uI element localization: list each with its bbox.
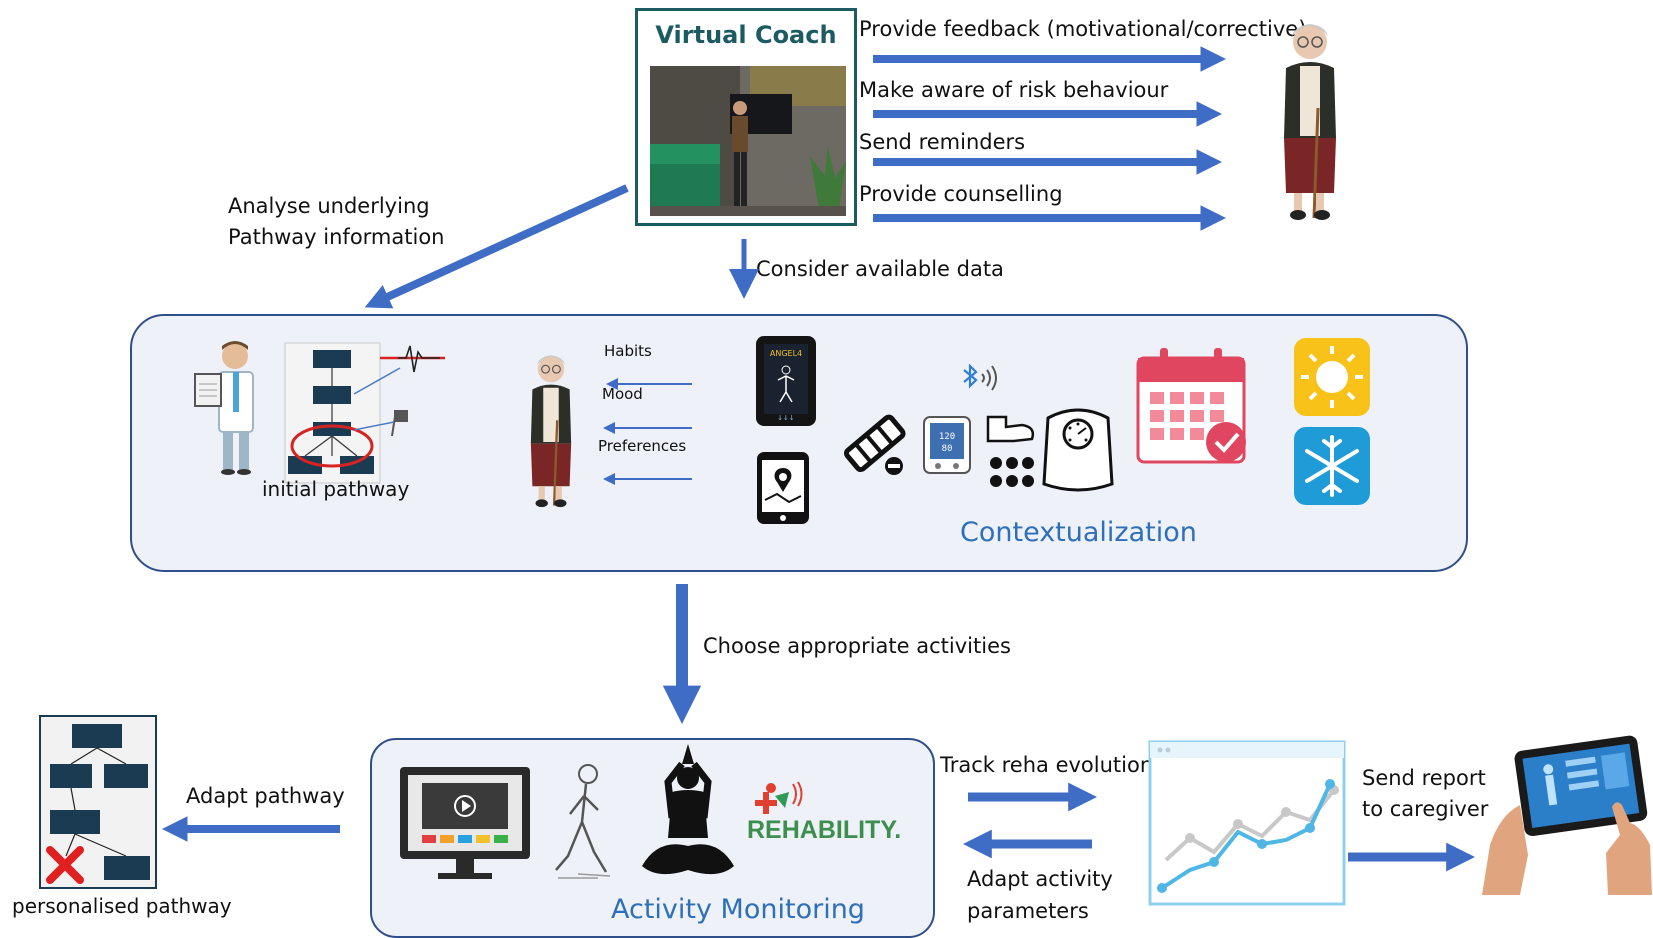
analyse-label-line2: Pathway information <box>228 225 445 249</box>
evolution-chart-window <box>1148 740 1346 906</box>
adapt-pathway-label: Adapt pathway <box>186 784 345 808</box>
activity-monitoring-title: Activity Monitoring <box>611 894 865 925</box>
fall-detection-device-icon: ANGEL4 ↓↓↓ <box>756 336 816 426</box>
blood-pressure-monitor-icon: 120 80 <box>923 416 971 474</box>
elderly-woman-figure <box>1284 24 1336 220</box>
location-phone-icon <box>757 452 809 524</box>
action-send-reminders: Send reminders <box>859 130 1026 154</box>
action-provide-counselling: Provide counselling <box>859 182 1063 206</box>
adapt-params-line1: Adapt activity <box>967 867 1113 891</box>
send-report-line1: Send report <box>1362 766 1486 790</box>
svg-text:↓↓↓: ↓↓↓ <box>777 414 795 422</box>
send-report-line2: to caregiver <box>1362 797 1489 821</box>
personalised-pathway-flowchart <box>39 715 157 889</box>
snowflake-weather-icon <box>1294 427 1370 505</box>
action-provide-feedback: Provide feedback (motivational/correctiv… <box>859 17 1307 41</box>
input-preferences-label: Preferences <box>598 437 687 455</box>
video-monitor-icon <box>400 767 530 879</box>
yoga-pose-icon <box>642 744 734 875</box>
svg-text:80: 80 <box>942 444 953 454</box>
sun-weather-icon <box>1294 338 1370 416</box>
initial-pathway-label: initial pathway <box>262 477 410 501</box>
virtual-coach-title: Virtual Coach <box>655 21 837 49</box>
device-brand-text: ANGEL4 <box>770 349 802 358</box>
glucose-meter-icon <box>986 415 1035 487</box>
consider-data-label: Consider available data <box>756 257 1004 281</box>
weight-scale-icon <box>1042 408 1114 492</box>
virtual-coach-box: Virtual Coach <box>635 8 857 226</box>
rehability-logo-text: REHABILITY. <box>747 816 901 844</box>
track-evolution-label: Track reha evolution <box>940 753 1154 777</box>
caregiver-tablet-icon <box>1482 735 1652 895</box>
calendar-icon <box>1136 348 1246 464</box>
rehability-logo: REHABILITY. <box>747 781 901 844</box>
contextualization-title: Contextualization <box>960 517 1197 548</box>
arrow-analyse <box>364 184 629 309</box>
elderly-woman-context-icon <box>530 355 572 508</box>
choose-activities-label: Choose appropriate activities <box>703 634 1011 658</box>
personalised-pathway-label: personalised pathway <box>12 894 232 918</box>
action-risk-awareness: Make aware of risk behaviour <box>859 78 1169 102</box>
doctor-icon <box>194 341 254 475</box>
walking-person-icon <box>555 764 611 879</box>
bluetooth-icon <box>963 364 997 391</box>
svg-text:120: 120 <box>939 432 955 442</box>
initial-pathway-flowchart <box>284 342 445 484</box>
adapt-params-line2: parameters <box>967 899 1089 923</box>
pill-box-icon <box>843 414 906 475</box>
virtual-coach-scene-image <box>650 66 846 216</box>
analyse-label-line1: Analyse underlying <box>228 194 430 218</box>
input-habits-label: Habits <box>604 342 652 360</box>
